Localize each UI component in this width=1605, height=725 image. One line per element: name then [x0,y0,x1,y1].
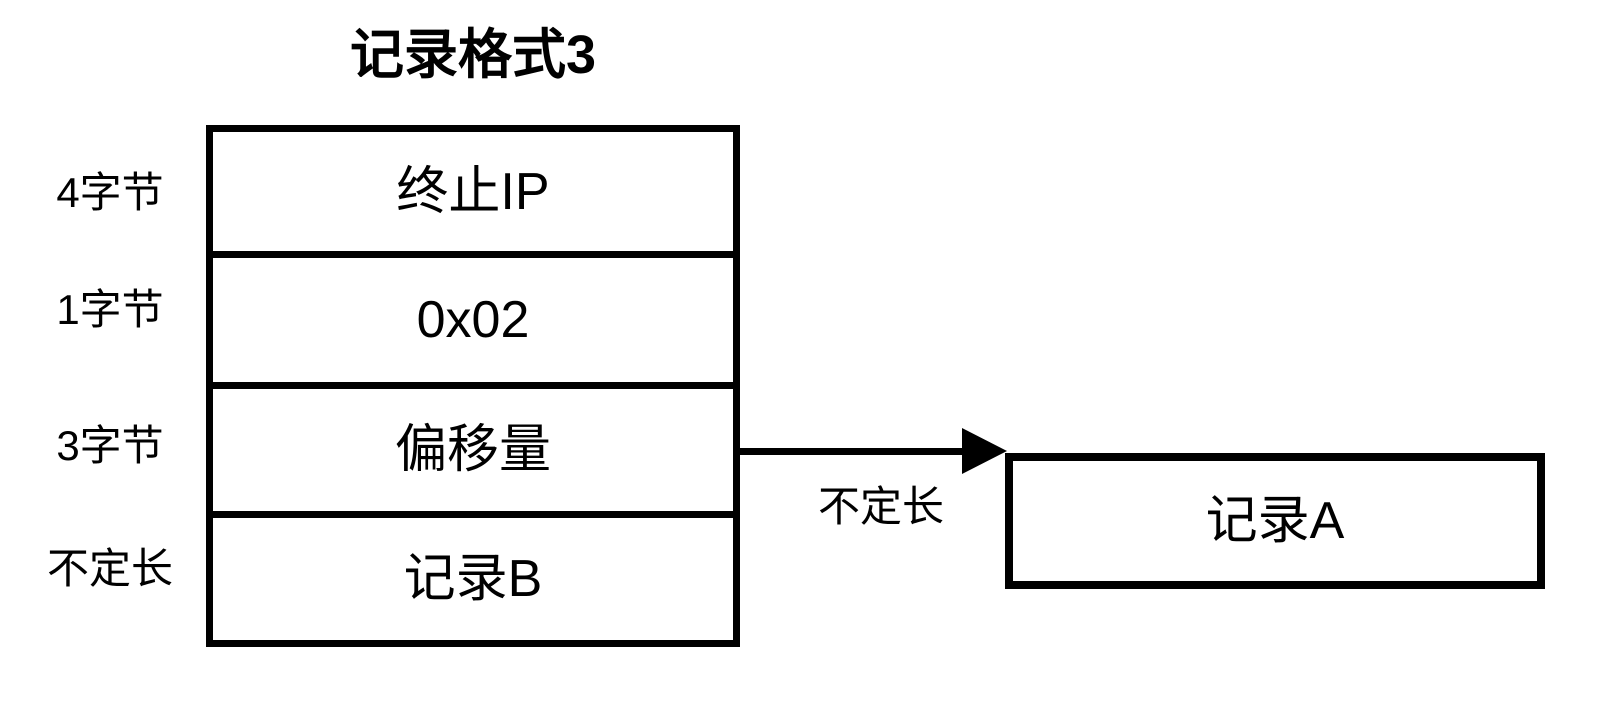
table-row: 偏移量 [213,389,733,518]
field-size-label: 4字节 [56,169,164,216]
record-field-content: 终止IP [396,162,550,221]
field-size-label: 不定长 [46,545,173,592]
target-record-box: 记录A [1005,453,1545,589]
table-row: 记录B [213,518,733,640]
record-format-table: 终止IP 0x02 偏移量 记录B [206,125,740,647]
table-row: 终止IP [213,132,733,258]
table-row: 0x02 [213,258,733,389]
pointer-length-label: 不定长 [818,483,945,530]
field-size-label: 1字节 [56,286,164,333]
page-title: 记录格式3 [349,25,597,85]
record-field-content: 0x02 [416,291,530,349]
record-field-content: 记录B [403,550,543,608]
field-size-label: 3字节 [56,422,164,469]
target-record-label: 记录A [1205,492,1345,550]
record-field-content: 偏移量 [394,421,551,479]
arrow-right-icon [962,428,1007,474]
pointer-arrow-line [740,448,985,455]
